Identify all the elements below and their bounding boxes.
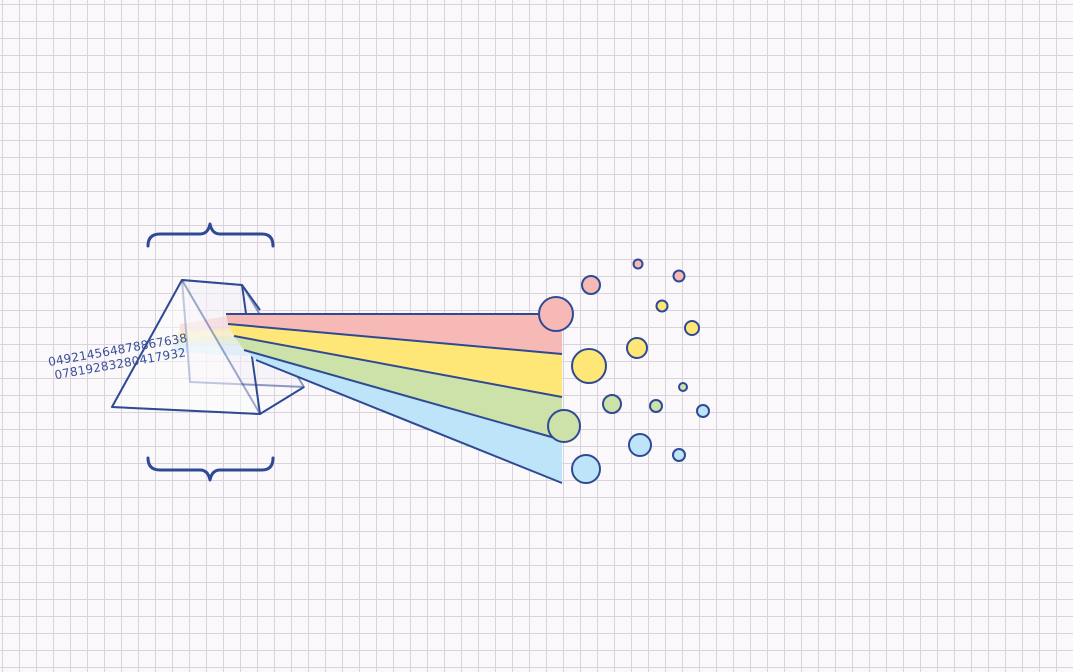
yellow-particle [626,337,648,359]
red-particle [672,269,686,283]
blue-band [244,350,562,483]
green-particle [678,382,688,392]
green-band [234,336,562,440]
red-particle [538,296,574,332]
yellow-particle [684,320,700,336]
blue-particle [571,454,601,484]
yellow-band [228,324,562,397]
green-particle [547,409,581,443]
yellow-particle [655,299,669,313]
particles [538,258,710,484]
red-particle [632,258,644,270]
blue-particle [672,448,686,462]
red-band [226,314,562,354]
spectrum-beam [226,313,563,484]
yellow-particle [571,348,607,384]
red-particle [581,275,601,295]
green-particle [649,399,663,413]
blue-particle [628,433,652,457]
top-curly-brace [146,222,275,248]
bottom-curly-brace [146,456,275,482]
blue-particle [696,404,710,418]
green-particle [602,394,622,414]
